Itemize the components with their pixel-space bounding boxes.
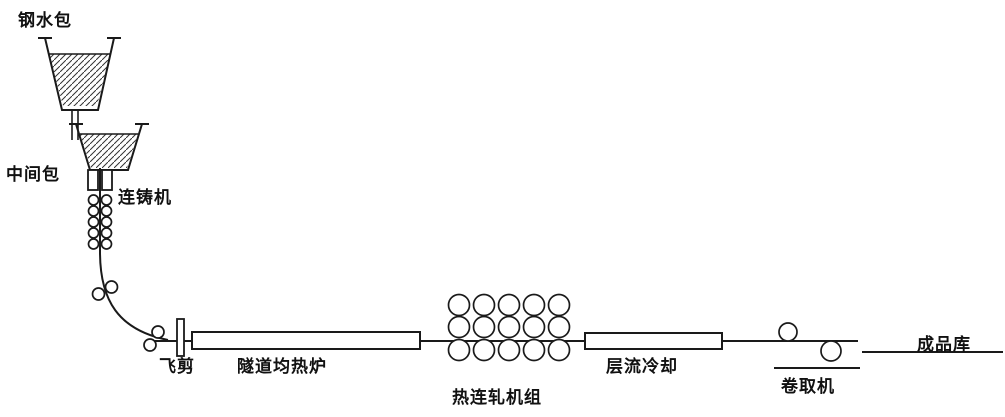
label-hot-rolling-mill: 热连轧机组	[452, 388, 542, 407]
ladle-shape	[38, 37, 121, 140]
label-ladle: 钢水包	[18, 11, 72, 30]
flying-shear-shape	[143, 318, 185, 357]
coiler-shape	[774, 322, 860, 369]
label-flying-shear: 飞剪	[159, 357, 195, 376]
label-caster: 连铸机	[118, 188, 172, 207]
caster-mold-shape	[87, 169, 113, 191]
label-laminar-cooling: 层流冷却	[606, 357, 678, 376]
label-coiler: 卷取机	[781, 377, 835, 396]
label-tunnel-furnace: 隧道均热炉	[237, 357, 327, 376]
tunnel-furnace-shape	[191, 331, 421, 350]
label-tundish: 中间包	[6, 165, 60, 184]
laminar-cooling-shape	[584, 332, 723, 350]
tundish-shape	[69, 123, 149, 171]
caster-rollers	[87, 194, 119, 301]
mill-stands-shape	[447, 293, 571, 362]
label-finished-store: 成品库	[917, 335, 971, 354]
